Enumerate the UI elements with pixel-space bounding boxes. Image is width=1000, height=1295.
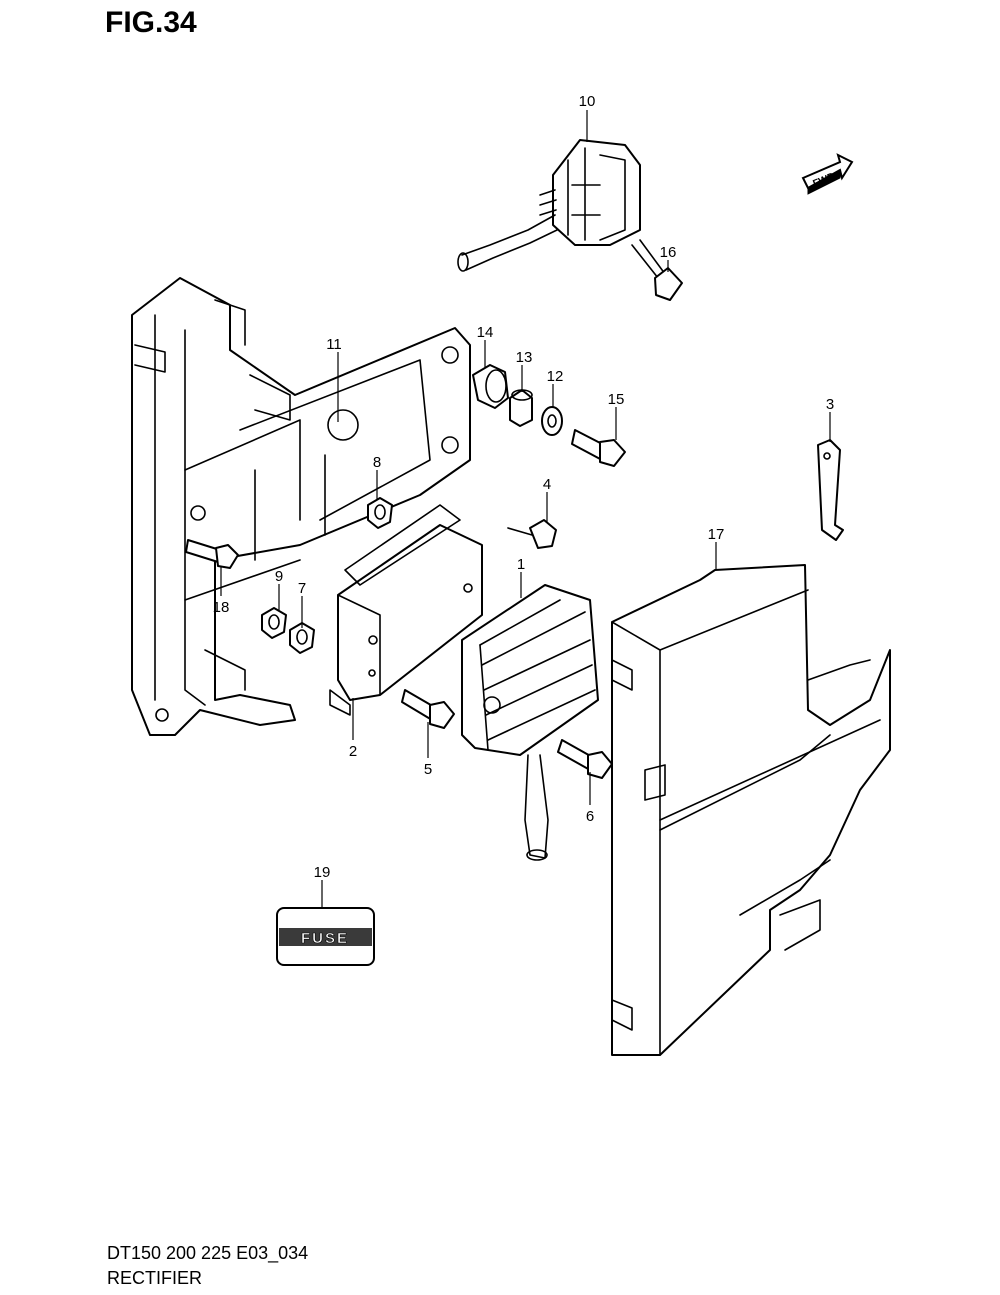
- part-4-screw: [507, 519, 557, 549]
- callout-labels: 1 2 3 4 5 6 7 8 9 10 11 12 13 14 15 16 1…: [213, 93, 835, 881]
- figure-name: RECTIFIER: [107, 1268, 203, 1288]
- part-9-nut: [261, 607, 287, 639]
- fwd-arrow-icon: FWD: [801, 153, 854, 195]
- figure-title: FIG.34: [105, 6, 197, 39]
- callout-13: 13: [516, 349, 533, 366]
- part-8-nut: [367, 497, 393, 529]
- callout-2: 2: [349, 743, 357, 760]
- part-1-rectifier: [461, 584, 599, 861]
- callout-7: 7: [298, 580, 306, 597]
- callout-12: 12: [547, 368, 564, 385]
- part-5-bolt: [401, 689, 455, 729]
- callout-4: 4: [543, 476, 551, 493]
- fuse-label-text: FUSE: [301, 930, 349, 947]
- callout-15: 15: [608, 391, 625, 408]
- part-13-collar: [509, 389, 533, 427]
- part-14-grommet: [472, 364, 509, 409]
- callout-11: 11: [326, 336, 342, 353]
- callout-14: 14: [477, 324, 494, 341]
- callout-16: 16: [660, 244, 677, 261]
- callout-17: 17: [708, 526, 725, 543]
- callout-19: 19: [314, 864, 331, 881]
- callout-18: 18: [213, 599, 230, 616]
- part-3-clip: [817, 439, 844, 541]
- callout-5: 5: [424, 761, 432, 778]
- callout-3: 3: [826, 396, 834, 413]
- part-2-base-plate: [329, 504, 483, 716]
- callout-8: 8: [373, 454, 381, 471]
- callout-1: 1: [517, 556, 525, 573]
- part-19-fuse-label: FUSE: [276, 907, 375, 966]
- part-17-cover: [611, 564, 891, 1056]
- part-18-bolt: [185, 539, 239, 569]
- model-code: DT150 200 225 E03_034: [107, 1243, 309, 1263]
- callout-10: 10: [579, 93, 596, 110]
- part-11-bracket: [131, 277, 471, 736]
- part-15-bolt: [571, 429, 626, 467]
- part-10-regulator: [457, 139, 641, 272]
- part-6-bolt: [557, 739, 613, 779]
- callout-9: 9: [275, 568, 283, 585]
- part-16-screw: [631, 239, 683, 301]
- leader-lines: [220, 110, 831, 908]
- callout-6: 6: [586, 808, 594, 825]
- part-12-washer: [541, 406, 563, 436]
